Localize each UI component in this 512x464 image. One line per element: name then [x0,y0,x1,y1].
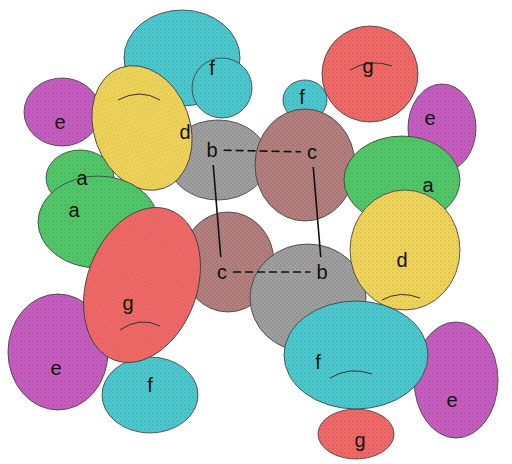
subunit-label: e [51,110,68,134]
subunit-letter: a [422,174,433,196]
subunit-label: f [206,56,218,80]
subunit-letter: e [54,111,65,133]
interface-line [224,150,301,152]
subunit-letter: g [122,292,133,314]
subunit-label: e [421,106,438,130]
subunit-letter: e [50,357,61,379]
subunit-label: c [214,260,230,284]
subunit-label: g [351,428,368,452]
subunit-letter: a [76,167,87,189]
subunit-letter: f [299,86,305,108]
crease-line [382,294,420,300]
subunit-label: d [176,120,193,144]
subunit-label: e [443,388,460,412]
subunit-letter: g [362,55,373,77]
subunit-label: g [359,54,376,78]
subunit-letter: b [316,261,327,283]
subunit-letter: g [354,429,365,451]
subunit-label: a [419,173,436,197]
subunit-label: a [65,198,82,222]
subunit-label: f [296,85,308,109]
subunit-letter: e [446,389,457,411]
subunit-blob [318,409,394,459]
subunit-letter: c [217,261,227,283]
interface-line [313,167,321,257]
subunit-letter: d [396,249,407,271]
subunit-letter: f [315,351,321,373]
subunit-blob [192,58,252,118]
subunit-blob [284,301,428,409]
crease-line [120,322,160,330]
subunit-blob [414,322,498,438]
subunit-label: c [304,140,320,164]
subunit-label: f [312,350,324,374]
subunit-blob [24,78,100,146]
subunit-label: g [119,291,136,315]
subunit-label: a [73,166,90,190]
subunit-letter: c [307,141,317,163]
subunit-letter: a [68,199,79,221]
interface-line [233,271,310,273]
subunit-label: b [203,138,220,162]
subunit-blob [63,191,221,379]
subunit-blob [102,357,198,433]
subunit-letter: b [206,139,217,161]
crease-line [330,371,372,378]
subunit-label: e [47,356,64,380]
crease-line [118,94,160,100]
subunit-label: d [393,248,410,272]
subunit-blob [350,190,460,310]
subunit-letter: f [209,57,215,79]
subunit-label: b [313,260,330,284]
subunit-letter: e [424,107,435,129]
subunit-letter: d [179,121,190,143]
subunit-blob [255,109,355,221]
subunit-letter: f [147,374,153,396]
subunit-blob [322,26,418,122]
interface-line [213,165,221,257]
subunit-label: f [144,373,156,397]
